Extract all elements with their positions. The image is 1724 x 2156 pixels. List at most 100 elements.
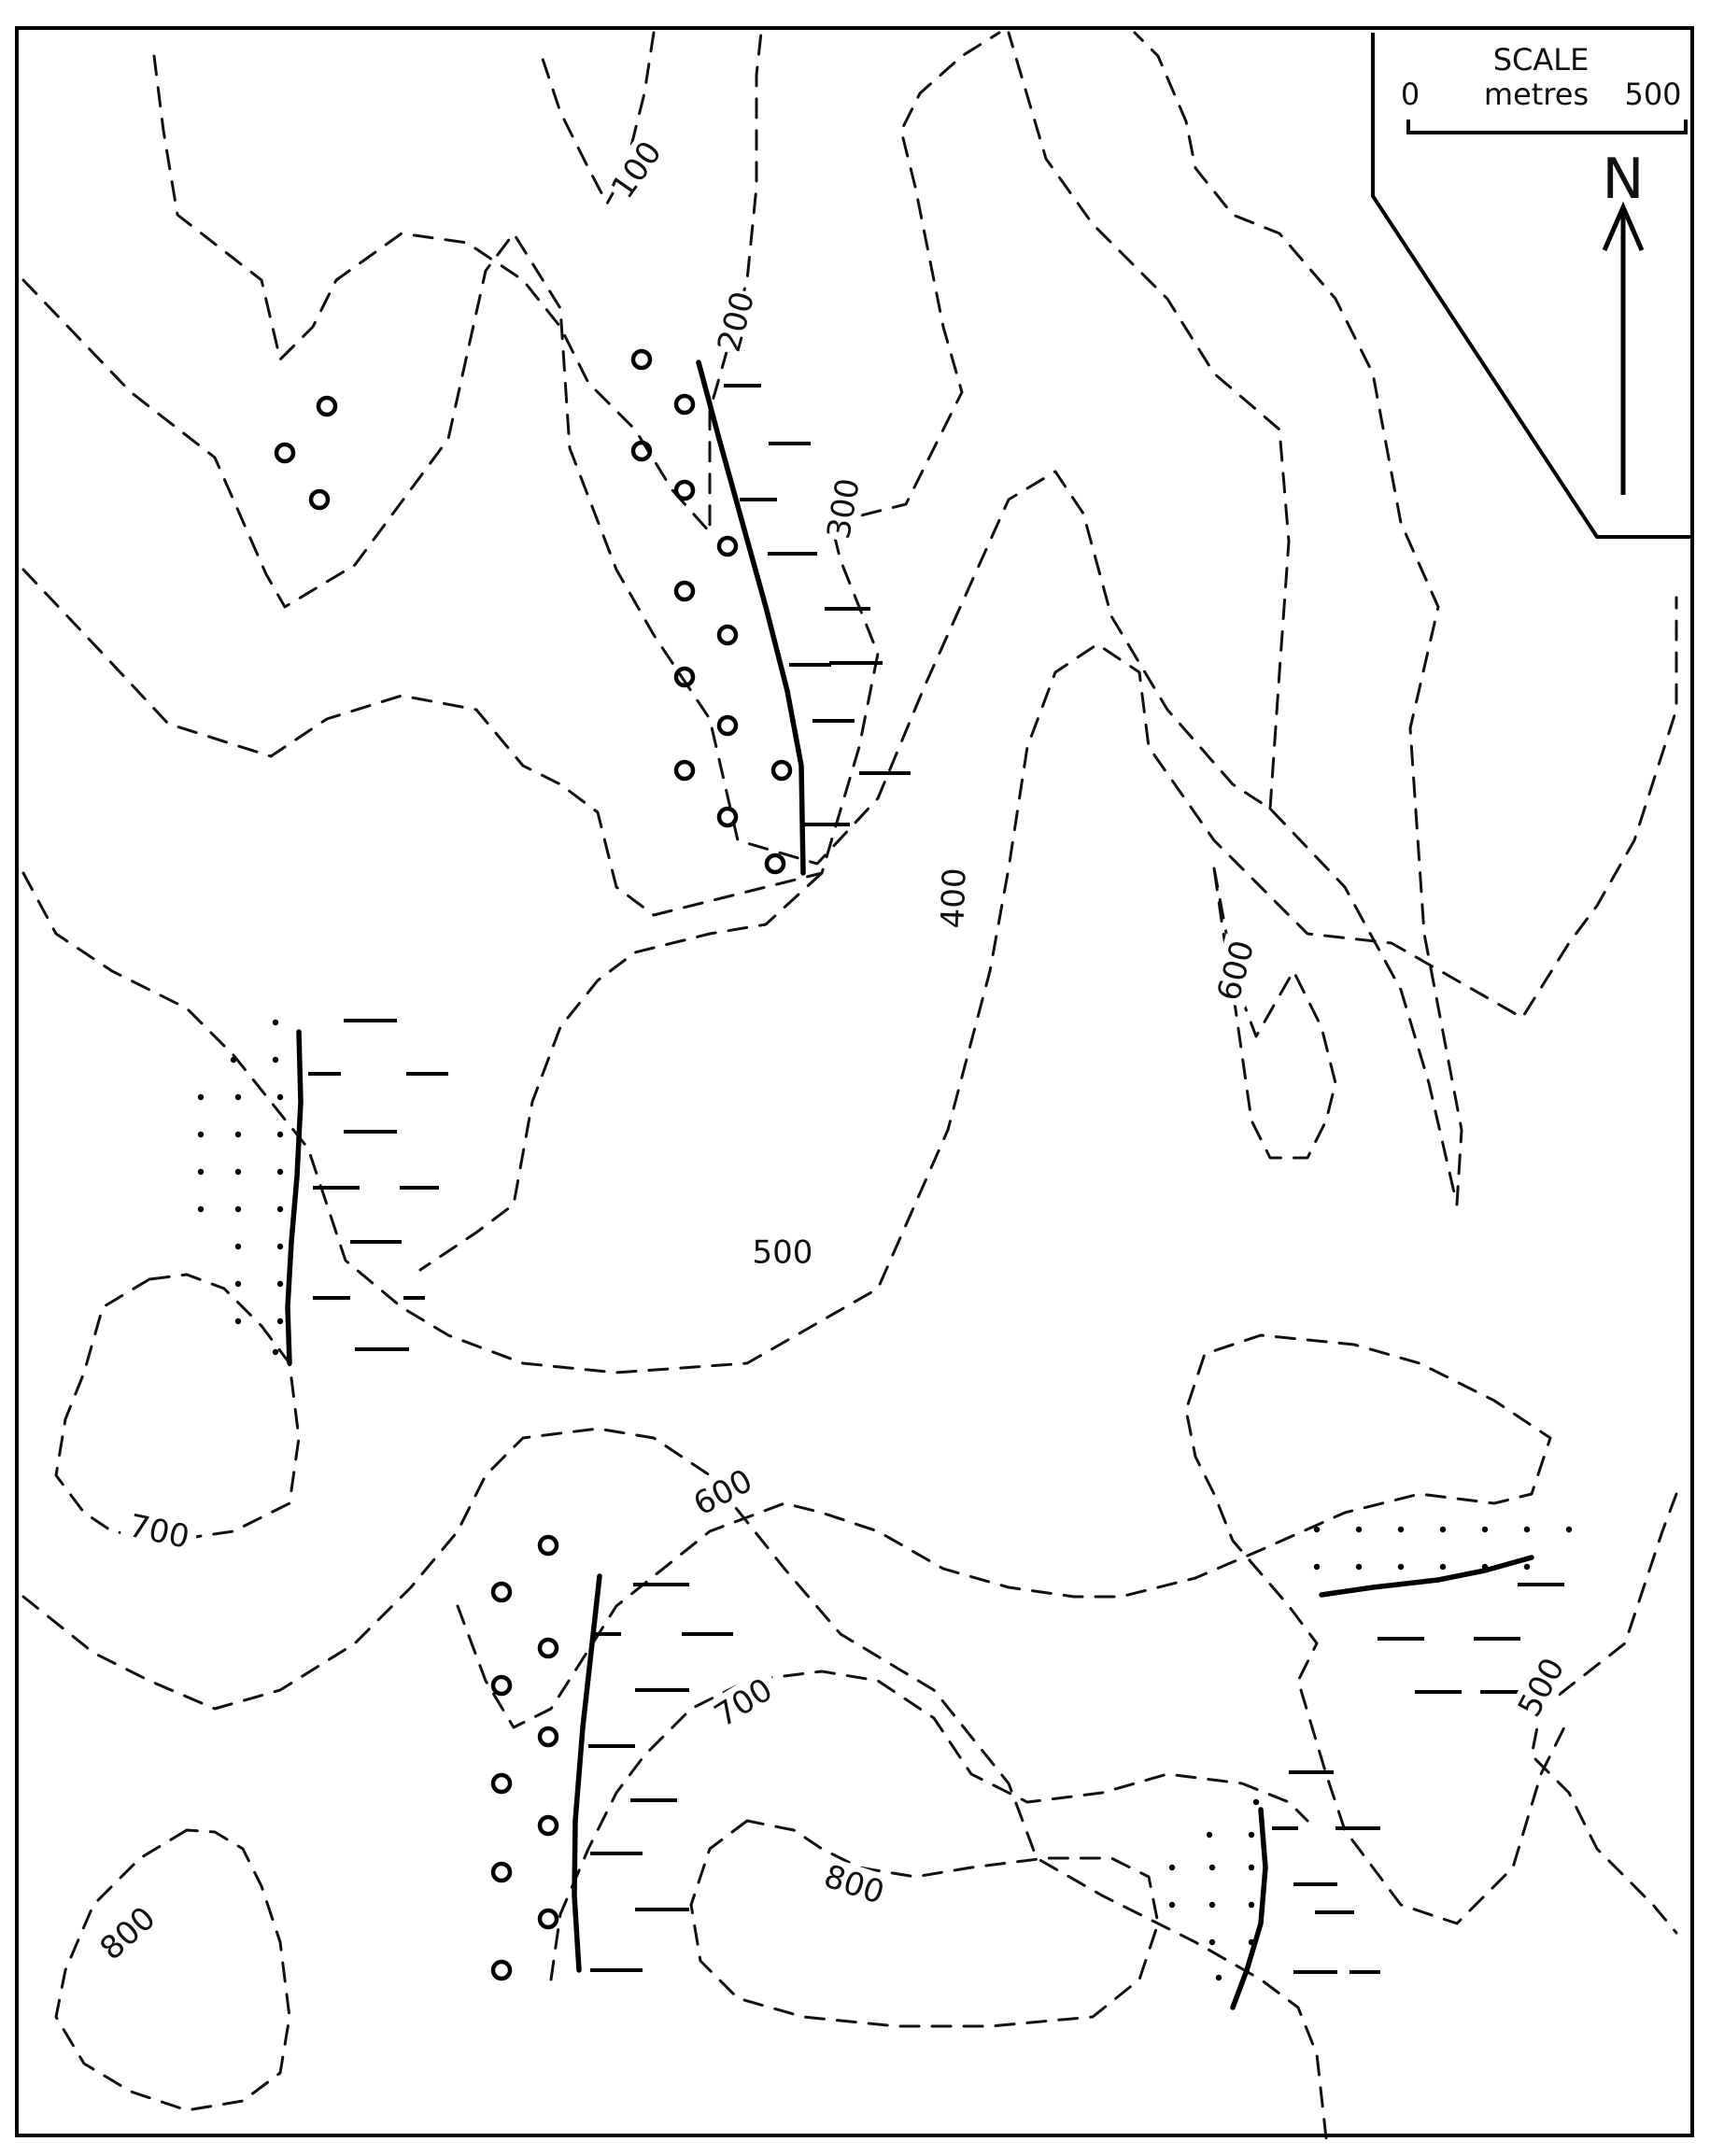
sand-dot-symbol xyxy=(1565,1526,1573,1533)
sand-dot-symbol xyxy=(234,1168,242,1176)
contour-700-west xyxy=(54,1273,301,1543)
north-arrow-icon xyxy=(1602,201,1645,495)
sand-dot-symbol xyxy=(272,1019,279,1026)
sand-dot-symbol xyxy=(1523,1526,1531,1533)
sand-dot-symbol xyxy=(234,1093,242,1101)
contour-200 xyxy=(152,31,763,534)
shale-symbols xyxy=(308,384,1564,1974)
pebble-symbol xyxy=(673,759,696,782)
scale-unit-label: metres xyxy=(1484,77,1589,112)
pebble-symbol xyxy=(316,395,338,417)
contour-label-500-center: 500 xyxy=(753,1234,813,1272)
sand-dot-symbol xyxy=(1168,1864,1176,1871)
pebble-symbol xyxy=(490,1581,513,1603)
sand-dot-symbol xyxy=(230,1056,237,1064)
contour-lines xyxy=(21,31,1678,2140)
sand-dot-symbol xyxy=(272,1348,279,1356)
sand-dot-symbol xyxy=(234,1131,242,1138)
map-frame xyxy=(15,26,1694,2137)
pebble-symbol xyxy=(274,442,296,464)
pebble-symbol xyxy=(770,759,793,782)
conglomerate-symbols xyxy=(274,348,793,1981)
sand-dot-symbol xyxy=(234,1280,242,1288)
pebble-symbol xyxy=(308,488,331,511)
sand-dot-symbol xyxy=(1439,1563,1447,1571)
sand-dot-symbol xyxy=(1355,1563,1363,1571)
sand-dot-symbol xyxy=(276,1131,284,1138)
boundary-southeast xyxy=(1230,1807,1268,2010)
geological-boundaries xyxy=(285,359,1534,2010)
sand-dot-symbol xyxy=(276,1093,284,1101)
scale-bar xyxy=(1406,120,1688,134)
sand-dot-symbol xyxy=(276,1205,284,1213)
legend: SCALE 0 metres 500 N xyxy=(1371,33,1692,539)
boundary-west xyxy=(285,1029,304,1366)
sand-dot-symbol xyxy=(197,1093,205,1101)
sand-dot-symbol xyxy=(1252,1798,1260,1806)
contour-600-south xyxy=(456,1333,1571,1925)
contour-label-200: 200 xyxy=(711,288,762,356)
contour-label-400: 400 xyxy=(934,867,973,929)
contour-label-100: 100 xyxy=(604,134,670,205)
sand-dot-symbol xyxy=(1481,1526,1489,1533)
pebble-symbol xyxy=(716,714,739,737)
pebble-symbol xyxy=(490,1674,513,1697)
sand-dot-symbol xyxy=(1248,1938,1255,1946)
sandstone-symbols xyxy=(197,1019,1573,1981)
sand-dot-symbol xyxy=(1248,1901,1255,1909)
contour-400-west xyxy=(21,596,1678,1374)
pebble-symbol xyxy=(673,393,696,416)
contour-label-300: 300 xyxy=(820,475,868,542)
sand-dot-symbol xyxy=(1206,1831,1213,1839)
contour-500 xyxy=(21,1427,1678,2140)
pebble-symbol xyxy=(716,806,739,828)
contour-100 xyxy=(540,31,656,205)
pebble-symbol xyxy=(716,535,739,557)
pebble-symbol xyxy=(490,1772,513,1795)
pebble-symbol xyxy=(673,666,696,688)
sand-dot-symbol xyxy=(197,1205,205,1213)
sand-dot-symbol xyxy=(1248,1831,1255,1839)
sand-dot-symbol xyxy=(1208,1901,1216,1909)
pebble-symbol xyxy=(537,1814,559,1837)
scale-title: SCALE xyxy=(1493,42,1590,78)
pebble-symbol xyxy=(537,1637,559,1659)
pebble-symbol xyxy=(537,1726,559,1748)
sand-dot-symbol xyxy=(1208,1938,1216,1946)
pebble-symbol xyxy=(673,580,696,602)
pebble-symbol xyxy=(630,440,653,462)
pebble-symbol xyxy=(537,1908,559,1930)
sand-dot-symbol xyxy=(234,1205,242,1213)
pebble-symbol xyxy=(490,1959,513,1981)
sand-dot-symbol xyxy=(234,1318,242,1325)
contour-700-south xyxy=(549,1670,1309,1981)
sand-dot-symbol xyxy=(276,1280,284,1288)
pebble-symbol xyxy=(716,624,739,646)
sand-dot-symbol xyxy=(1397,1563,1405,1571)
north-label: N xyxy=(1603,147,1645,212)
sand-dot-symbol xyxy=(1523,1563,1531,1571)
contour-300-east xyxy=(1007,31,1291,810)
pebble-symbol xyxy=(673,479,696,501)
sand-dot-symbol xyxy=(1248,1864,1255,1871)
scale-start-label: 0 xyxy=(1401,77,1420,112)
boundary-east xyxy=(1319,1555,1534,1598)
sand-dot-symbol xyxy=(1168,1901,1176,1909)
contour-labels: 100 200 300 400 500 500 600 600 xyxy=(87,133,1574,1973)
sand-dot-symbol xyxy=(1313,1526,1321,1533)
sand-dot-symbol xyxy=(276,1243,284,1250)
sand-dot-symbol xyxy=(1355,1526,1363,1533)
sand-dot-symbol xyxy=(234,1243,242,1250)
contour-300-upper xyxy=(21,31,1463,1206)
legend-border xyxy=(1371,33,1692,539)
sand-dot-symbol xyxy=(272,1056,279,1064)
sand-dot-symbol xyxy=(276,1168,284,1176)
contour-800-south xyxy=(689,1819,1160,2028)
contour-600-hill xyxy=(1212,867,1337,1160)
pebble-symbol xyxy=(537,1534,559,1557)
sand-dot-symbol xyxy=(276,1318,284,1325)
contour-label-700-west: 700 xyxy=(125,1507,192,1557)
sand-dot-symbol xyxy=(1215,1974,1222,1981)
sand-dot-symbol xyxy=(197,1168,205,1176)
